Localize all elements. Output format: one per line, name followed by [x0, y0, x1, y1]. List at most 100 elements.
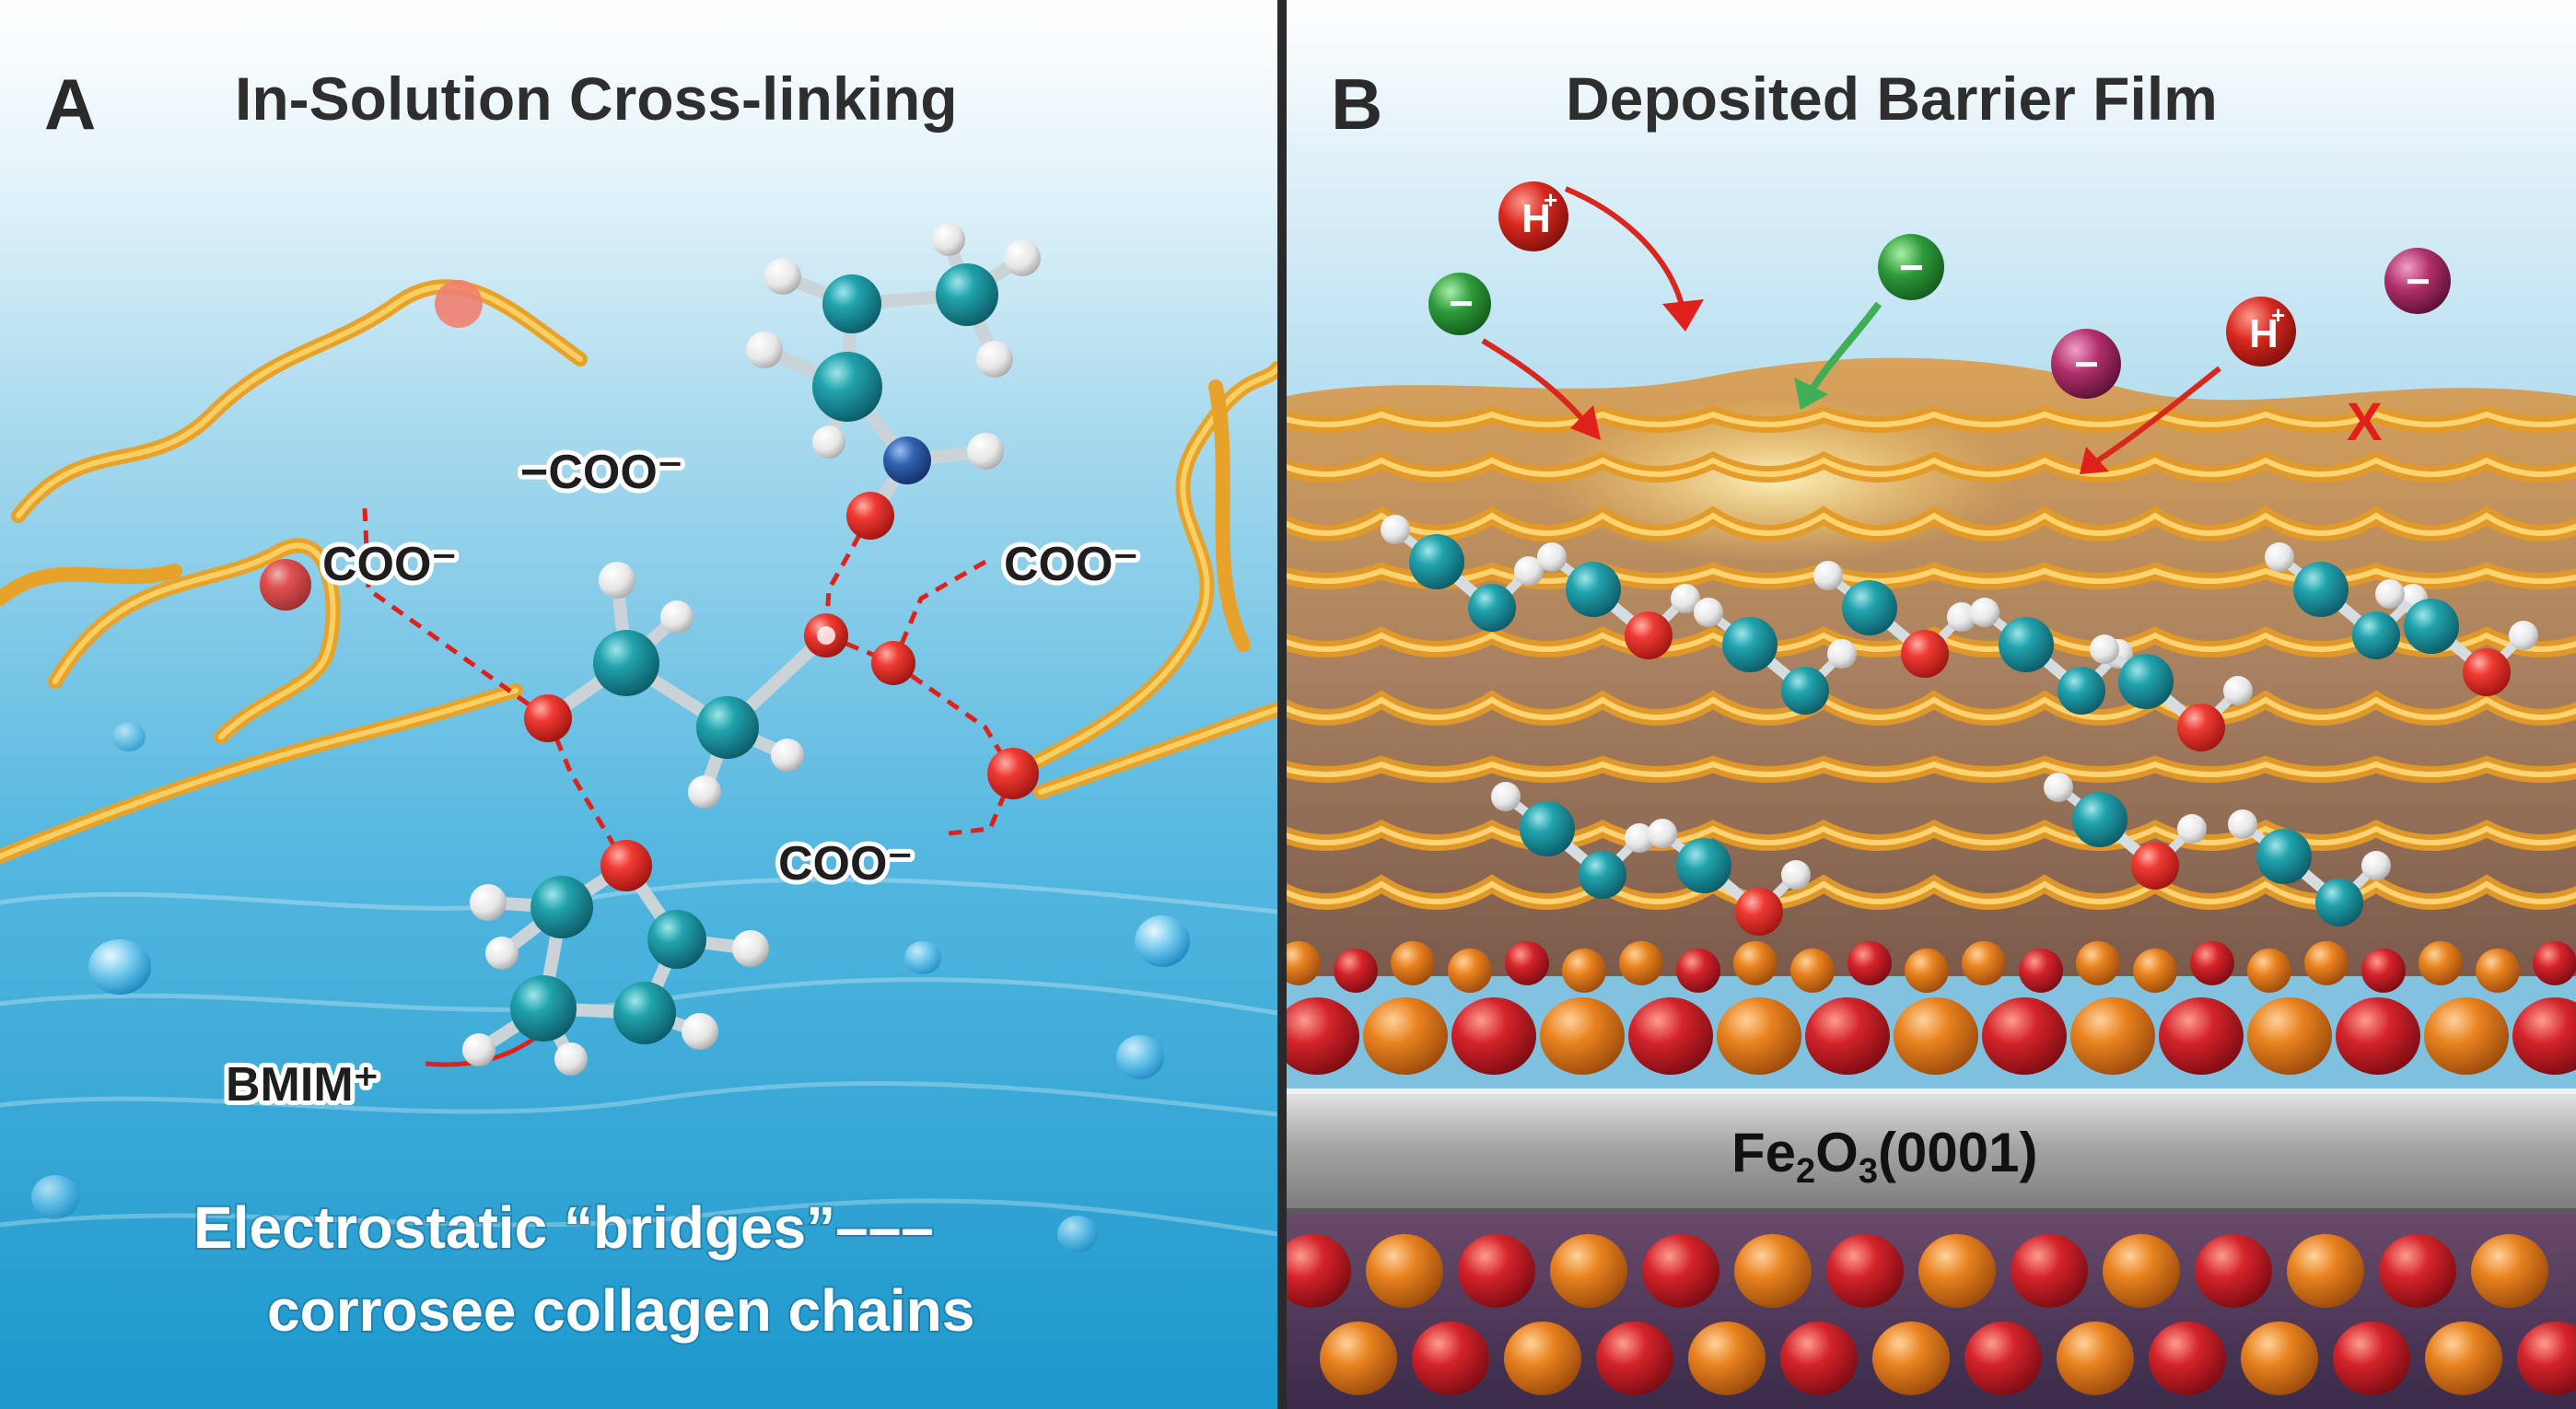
anion-green-1 — [1428, 273, 1491, 335]
surface-atom — [1287, 997, 1359, 1075]
interface-atom — [2247, 948, 2291, 993]
carbon-atom — [1676, 838, 1731, 893]
surface-atom — [1982, 997, 2067, 1075]
interface-atom — [2533, 940, 2576, 985]
surface-atom — [1628, 997, 1713, 1075]
carbon-atom — [2256, 829, 2312, 884]
hydrogen-atom — [2509, 621, 2538, 650]
bulk-atom — [2011, 1234, 2088, 1308]
hydrogen-atom — [1827, 639, 1857, 669]
carbon-atom — [2118, 654, 2174, 709]
bulk-atom — [1504, 1322, 1581, 1395]
blocked-x-icon: X — [2347, 392, 2383, 452]
carbon-atom — [1722, 617, 1778, 672]
bulk-atom — [1642, 1234, 1719, 1308]
hydrogen-atom — [2375, 579, 2405, 609]
svg-text:−: − — [2406, 257, 2430, 305]
panel-b-title: Deposited Barrier Film — [1566, 64, 2218, 133]
hydrogen-atom — [1514, 556, 1544, 586]
interface-atom — [1790, 948, 1835, 993]
bulk-atom — [1550, 1234, 1627, 1308]
film-atom — [2131, 842, 2179, 890]
substrate-slab — [1287, 1091, 2576, 1211]
hydrogen-atom — [1381, 515, 1410, 544]
carbon-atom — [2293, 562, 2349, 617]
interface-atom — [2419, 940, 2463, 985]
hydrogen-atom — [2223, 676, 2253, 705]
surface-atom — [2070, 997, 2155, 1075]
interface-atom-layer — [1287, 940, 2576, 1075]
caption-line-2: corrosee collagen chains — [267, 1277, 974, 1344]
surface-atom — [2512, 997, 2576, 1075]
bulk-atom — [2287, 1234, 2364, 1308]
film-atom — [2463, 648, 2511, 696]
bulk-lattice-atoms — [1287, 1234, 2576, 1395]
panel-b: Fe2O3(0001) H + − − − H + — [1287, 0, 2576, 1409]
panel-a: A In-Solution Cross-linking −COO⁻ COO⁻ C… — [0, 0, 1277, 1409]
film-fiber-highlight — [1287, 880, 2576, 904]
carbon-atom — [1999, 617, 2054, 672]
bmim-ring-molecule — [462, 840, 769, 1076]
film-atom — [2315, 879, 2363, 926]
panel-b-letter: B — [1331, 64, 1382, 145]
svg-text:+: + — [1544, 186, 1557, 214]
interface-atom — [1676, 948, 1720, 993]
interface-atom — [2361, 948, 2406, 993]
film-fiber-highlight — [1287, 457, 2576, 477]
film-atom — [1781, 667, 1829, 715]
hydrogen-atom — [2361, 851, 2391, 880]
film-atom — [2177, 704, 2225, 751]
bulk-atom — [2103, 1234, 2180, 1308]
red-arrow-icon — [1564, 186, 1688, 323]
film-atom — [1625, 611, 1673, 659]
film-fiber-highlight — [1287, 696, 2576, 720]
surface-atom — [2336, 997, 2420, 1075]
carbon-atom — [1409, 534, 1464, 589]
carbon-atom — [2404, 599, 2459, 654]
svg-text:H: H — [1521, 196, 1551, 241]
hydrogen-atom — [1625, 823, 1654, 853]
crosslinker-molecule — [524, 562, 1039, 809]
bulk-atom — [2425, 1322, 2502, 1395]
ion-transport: H + − − − H + − X — [1428, 181, 2451, 474]
carbon-atom — [1842, 580, 1897, 635]
anion-green-2 — [1878, 234, 1944, 300]
interface-atom — [2190, 940, 2234, 985]
interface-atom — [1619, 940, 1663, 985]
interface-atom — [1505, 940, 1549, 985]
bulk-atom — [2379, 1234, 2456, 1308]
interface-atom — [2476, 948, 2520, 993]
label-coo-top-center: −COO⁻ — [520, 446, 682, 499]
bulk-atom — [2333, 1322, 2410, 1395]
bulk-atom — [2471, 1234, 2548, 1308]
hydrogen-atom — [1781, 860, 1811, 890]
interface-atom — [2019, 948, 2063, 993]
surface-atom — [1451, 997, 1536, 1075]
blocked-arrow-head — [1662, 299, 1704, 332]
hydrogen-atom — [1648, 819, 1677, 848]
surface-atom — [1363, 997, 1448, 1075]
bulk-atom — [1964, 1322, 2042, 1395]
interface-atom — [1905, 948, 1949, 993]
water-droplets — [31, 722, 1190, 1252]
bulk-atom — [1320, 1322, 1397, 1395]
proton-ion-2 — [2226, 297, 2296, 367]
hydrogen-atom — [1813, 561, 1843, 590]
hydrogen-atom — [2228, 809, 2257, 839]
hydrogen-atom — [1694, 598, 1723, 627]
panel-a-title: In-Solution Cross-linking — [235, 64, 958, 133]
bulk-atom — [1366, 1234, 1443, 1308]
bulk-atom — [1287, 1234, 1351, 1308]
bulk-atom — [2057, 1322, 2134, 1395]
bulk-atom — [1688, 1322, 1766, 1395]
interface-atom — [2076, 940, 2120, 985]
substrate-label: Fe2O3(0001) — [1731, 1122, 2037, 1191]
interface-atom — [1562, 948, 1606, 993]
interface-atom — [1391, 940, 1435, 985]
panel-a-water-background — [0, 0, 1277, 1409]
panel-a-letter: A — [44, 64, 96, 145]
bulk-atom — [1826, 1234, 1904, 1308]
label-coo-right: COO⁻ — [1004, 538, 1138, 591]
